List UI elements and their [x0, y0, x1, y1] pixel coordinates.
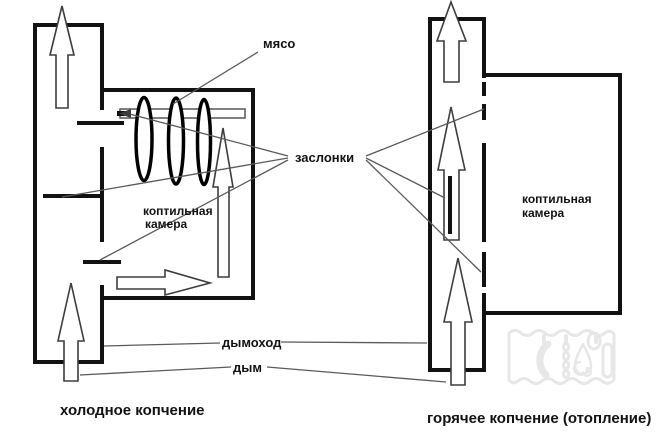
dampers-pointer-line-left-3	[99, 159, 289, 261]
pointer-arrowhead-icon	[119, 109, 131, 118]
dampers-pointer-line-right-2	[365, 157, 446, 199]
right-chamber-label-line1: коптильная	[522, 192, 592, 206]
annotation-lines	[61, 51, 485, 383]
left-damper-bars	[43, 121, 124, 264]
flue-pointer-line-left	[103, 342, 221, 347]
watermark-spiral	[573, 361, 592, 377]
wall-segment	[33, 23, 37, 364]
dampers-pointer-line-right-3	[365, 159, 482, 273]
airflow-arrow-chamber	[212, 127, 234, 278]
damper-dash	[482, 104, 486, 120]
smoke-pointer-line-right	[266, 366, 447, 383]
smoke-label: дым	[233, 360, 262, 375]
wall-segment	[100, 88, 255, 92]
watermark-ring	[586, 331, 602, 351]
airflow-arrow-up-middle	[437, 106, 466, 241]
watermark-banana	[536, 340, 552, 379]
hot-smoking-diagram	[428, 0, 622, 386]
flue-pointer-line-right	[280, 341, 428, 344]
wall-segment	[618, 73, 622, 315]
wall-segment	[482, 311, 486, 372]
meat-piece	[166, 96, 186, 186]
damper-dash	[482, 293, 486, 311]
watermark-drop	[573, 342, 593, 376]
damper-dash	[482, 252, 486, 287]
wall-segment	[484, 311, 622, 315]
right-chamber-label-line2: камера	[522, 206, 565, 220]
caption-cold-smoking: холодное копчение	[60, 402, 205, 419]
right-smoking-chamber	[484, 73, 622, 315]
meat-pieces	[134, 95, 213, 187]
left-smoking-chamber	[100, 88, 255, 300]
smoke-pointer-line-left	[79, 366, 232, 376]
wall-segment	[100, 23, 104, 110]
watermark-frame	[507, 329, 616, 385]
left-chamber-label-line1: коптильная	[143, 204, 213, 218]
dampers-pointer-line-left-2	[61, 157, 289, 198]
damper-bar	[77, 121, 124, 125]
airflow-arrow-right	[116, 268, 213, 297]
caption-hot-smoking: горячее копчение (отопление)	[427, 410, 651, 427]
right-damper-dashes	[482, 82, 486, 311]
wall-segment	[100, 285, 104, 364]
damper-bar	[43, 194, 102, 198]
right-flow-arrows	[435, 0, 473, 386]
dampers-label: заслонки	[295, 150, 354, 165]
wall-segment	[100, 296, 255, 300]
wall-segment	[428, 17, 432, 372]
flue-damper-rod	[448, 176, 452, 234]
left-flow-arrows	[48, 5, 234, 382]
damper-dash	[482, 143, 486, 242]
meat-piece	[195, 97, 213, 187]
wall-segment	[33, 23, 104, 27]
airflow-arrow-up-bottom	[57, 282, 85, 382]
wall-segment	[482, 17, 486, 78]
damper-bar	[83, 260, 121, 264]
watermark	[507, 329, 616, 385]
damper-dash	[482, 82, 486, 96]
left-chamber-label-line2: камера	[145, 217, 188, 231]
watermark-capsule	[601, 342, 614, 379]
dampers-pointer-line-right-1	[365, 108, 485, 157]
wall-segment	[484, 73, 622, 77]
diagram-labels: мясо заслонки коптильная камера коптильн…	[60, 36, 651, 427]
flue-label: дымоход	[222, 335, 282, 350]
airflow-arrow-up-top	[435, 0, 468, 83]
airflow-arrow-up-top	[48, 5, 76, 109]
watermark-hangers	[542, 334, 598, 344]
wall-segment	[251, 88, 255, 300]
airflow-arrow-up-bottom	[443, 257, 473, 386]
meat-piece	[134, 95, 154, 183]
meat-label: мясо	[263, 36, 295, 51]
watermark-dotted-column	[561, 341, 571, 380]
meat-pointer-line	[172, 51, 259, 105]
cold-smoking-diagram	[33, 5, 255, 382]
dampers-pointer-line-left-1	[125, 112, 289, 157]
